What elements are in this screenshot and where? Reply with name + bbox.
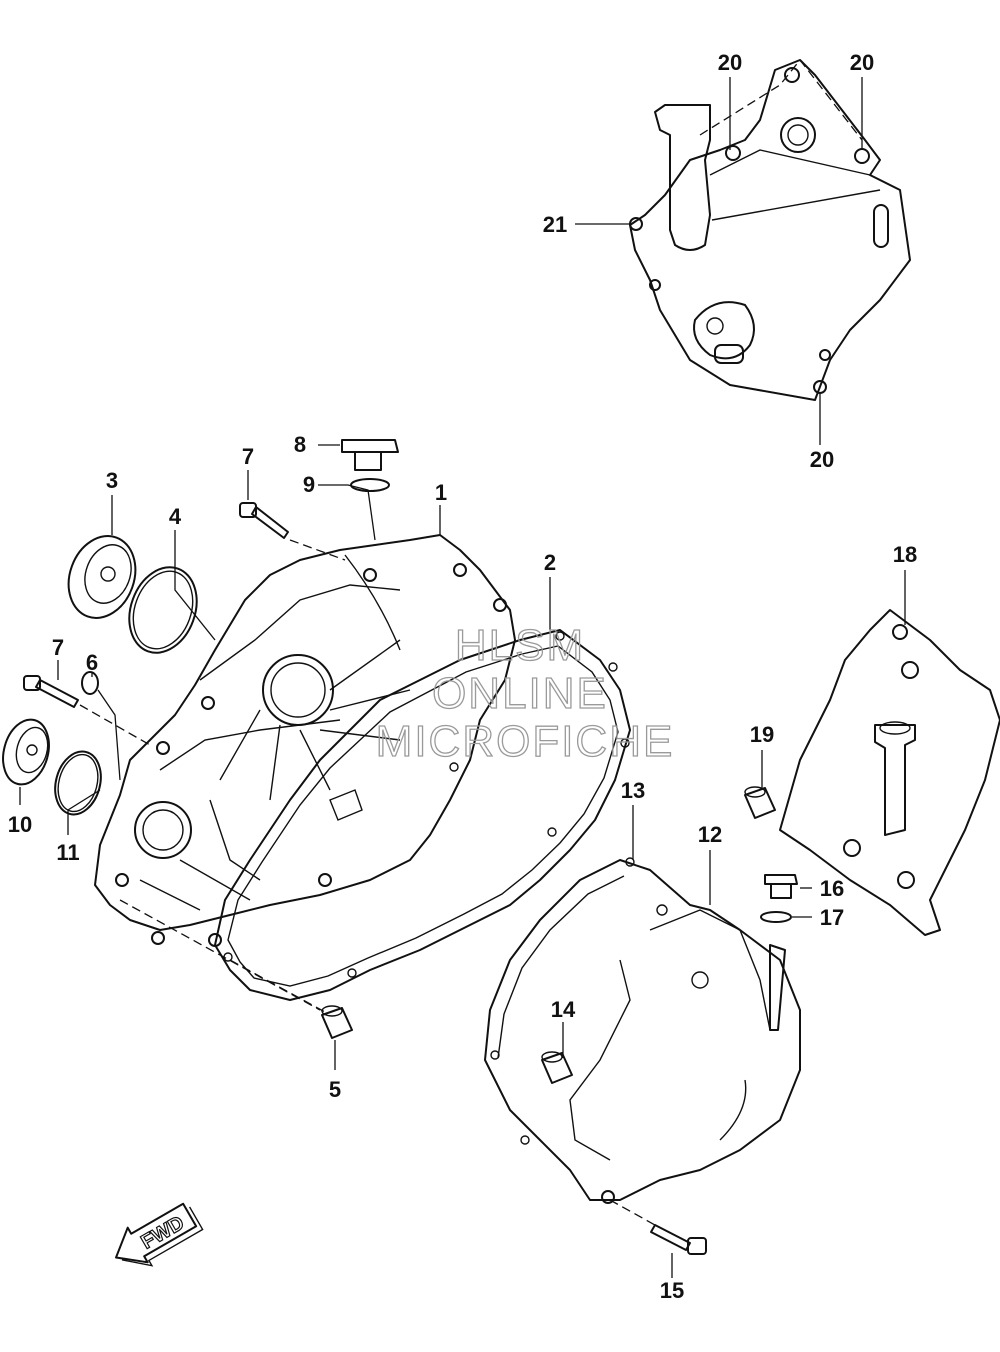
o-ring-part-11 (54, 750, 102, 816)
callout-13: 13 (621, 778, 645, 803)
callout-1: 1 (435, 480, 447, 505)
callout-17: 17 (820, 905, 844, 930)
bolt-part-7-lower (23, 675, 79, 708)
callout-20a: 20 (718, 50, 742, 75)
assembly-lines (79, 58, 863, 1226)
callout-5: 5 (329, 1077, 341, 1102)
gasket-part (214, 629, 631, 1001)
callout-4: 4 (169, 504, 182, 529)
filler-plug-part-8 (341, 439, 399, 471)
callout-8: 8 (294, 432, 306, 457)
bolt-part-7-upper (239, 502, 289, 539)
callout-16: 16 (820, 876, 844, 901)
plug-part-16 (764, 874, 798, 899)
fwd-arrow-icon: FWD (115, 1202, 204, 1267)
plug-part-10 (2, 718, 50, 786)
callout-19: 19 (750, 722, 774, 747)
o-ring-part-4 (128, 566, 198, 654)
watermark: HLSM ONLINE MICROFICHE (375, 620, 675, 766)
callout-numbers: 1 2 3 4 5 6 7 7 8 9 10 11 12 13 14 15 16… (8, 50, 917, 1303)
bolt-part-15 (650, 1224, 707, 1255)
pump-housing-part (779, 609, 1000, 936)
washer-part-17 (760, 911, 792, 923)
callout-7b: 7 (242, 444, 254, 469)
callout-7a: 7 (52, 635, 64, 660)
washer-part-9 (350, 478, 390, 492)
watermark-line-3: MICROFICHE (376, 717, 675, 766)
dowel-part-14 (541, 1051, 573, 1084)
callout-15: 15 (660, 1278, 684, 1303)
callout-2: 2 (544, 550, 556, 575)
watermark-line-2: ONLINE (432, 669, 608, 718)
callout-14: 14 (551, 997, 576, 1022)
plug-part-3 (67, 535, 137, 619)
clutch-cover-part (94, 534, 516, 947)
leader-lines (19, 77, 906, 1278)
cover-plate-part (629, 59, 911, 401)
callout-9: 9 (303, 472, 315, 497)
dowel-part-19 (744, 786, 776, 819)
callout-11: 11 (56, 840, 79, 865)
callout-6: 6 (86, 650, 98, 675)
callout-12: 12 (698, 822, 722, 847)
callout-20b: 20 (850, 50, 874, 75)
callout-10: 10 (8, 812, 32, 837)
generator-cover-part (484, 857, 801, 1204)
callout-3: 3 (106, 468, 118, 493)
callout-21: 21 (543, 212, 567, 237)
washer-part-6 (81, 671, 99, 695)
callout-18: 18 (893, 542, 917, 567)
callout-20c: 20 (810, 447, 834, 472)
dowel-part-5 (321, 1005, 353, 1039)
watermark-line-1: HLSM (455, 621, 585, 670)
